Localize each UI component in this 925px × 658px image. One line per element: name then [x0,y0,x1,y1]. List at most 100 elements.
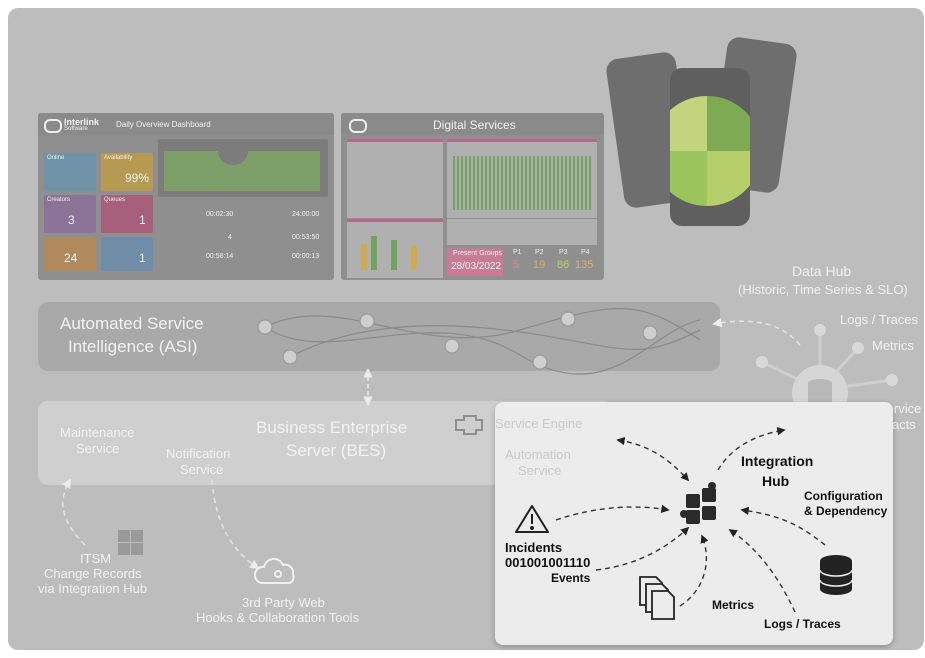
bar [411,246,417,270]
tile-value: 24 [64,251,78,265]
priority-value: 86 [557,259,570,271]
data-hub-label: Data Hub [792,263,852,279]
period-date: 28/03/2022 [451,261,502,272]
metric-value: 00:02:30 [206,211,234,218]
metrics-label: Metrics [712,598,755,612]
service-engine-icon [455,415,483,435]
notification-label-line1: Notification [166,446,231,461]
document-stack-icon [639,576,675,620]
node [532,354,548,370]
bar [391,240,397,270]
priority-value: 135 [575,259,594,271]
daily-availability-chart [158,139,328,197]
asi-label-line2: Intelligence (ASI) [68,337,198,356]
tile-value: 1 [139,213,146,227]
availability-dip [218,151,248,165]
services-panel [347,139,443,218]
arrow-logs-hub [728,529,796,613]
phone-center [670,68,750,226]
metric-value: 00:58:14 [206,253,234,260]
sunburst-chart [670,96,750,206]
asi-label-line1: Automated Service [60,314,204,333]
tile-queues: Queues 1 [101,195,153,233]
priority-value: 19 [533,259,546,271]
configuration-label-line2: & Dependency [804,504,888,518]
tile-value: 99% [125,171,150,185]
priority-label: P4 [581,249,590,256]
cloud-icon [253,557,295,584]
wave-line [289,324,701,358]
third-party-label-line2: Hooks & Collaboration Tools [196,610,360,625]
itsm-label-line2: Change Records [44,566,142,581]
incidents-label: Incidents [505,540,563,555]
metric-value: 00:00:13 [292,253,320,260]
brand-subtitle: Software [64,126,88,132]
third-party-label-line1: 3rd Party Web [242,595,325,610]
node [359,313,375,329]
maintenance-label-line1: Maintenance [60,425,135,440]
integration-hub-label-line2: Hub [762,473,790,489]
priority-label: P1 [513,249,522,256]
configuration-label-line1: Configuration [804,489,883,503]
arrow-events-hub [595,526,690,571]
integration-arrows [555,427,826,613]
arrow-incidents-hub [555,504,670,521]
tile-label: Queues [104,197,126,203]
notification-thirdparty-arrow [211,479,260,570]
dashboard-title: Daily Overview Dashboard [116,120,211,129]
tile-label: Availability [104,155,133,161]
node [642,325,658,341]
node [560,311,576,327]
database-icon [819,555,853,595]
binary-label: 001001001110 [505,555,591,570]
service-engine-label: Service Engine [495,416,583,431]
notification-label-line2: Service [180,462,224,477]
events-label: Events [551,571,591,585]
data-hub-sublabel: (Historic, Time Series & SLO) [738,282,908,297]
metrics-top-label: Metrics [872,338,914,353]
performance-panel [447,139,597,218]
dashboard-header [341,113,604,135]
tile-label: Online [47,155,65,161]
brand-name: Interlink [64,117,100,127]
tile-label: Creators [47,197,71,203]
arrow-config-hub [740,506,826,546]
present-groups-box: Present Groups 28/03/2022 [447,248,503,276]
itsm-label-line1: ITSM [80,551,112,566]
logs-traces-top-label: Logs / Traces [840,312,919,327]
digital-services-dashboard: Digital Services Present Groups 28/03/20… [341,113,604,280]
incident-list [447,219,597,245]
bes-label-line1: Business Enterprise [256,418,408,437]
itsm-label-line3: via Integration Hub [38,581,148,596]
automation-label-line2: Service [518,463,562,478]
period-label: Present Groups [453,250,503,257]
tile-time: 24 [44,237,96,271]
asi-wave-lines [264,307,701,375]
metric-value: 4 [228,234,232,241]
integration-hub-puzzle-icon [680,482,716,524]
tile-value: 1 [139,251,146,265]
integration-hub-label-line1: Integration [741,453,814,469]
bes-label-line2: Server (BES) [286,441,387,460]
performance-bars [453,156,591,210]
logo-icon [349,119,367,133]
interlink-logo-icon [44,119,62,133]
node [257,319,273,335]
arrow-metrics-hub [679,534,709,607]
asi-nodes [257,311,658,370]
wave-line [264,319,701,375]
automation-label-line1: Automation [505,447,571,462]
metric-value: 00:53:50 [292,234,320,241]
daily-overview-dashboard: Interlink Software Daily Overview Dashbo… [38,113,334,280]
warning-icon [515,505,549,533]
bar [371,236,377,270]
dashboard-title: Digital Services [433,118,516,132]
itsm-puzzle-icon [118,530,143,555]
tile-count: 1 [101,237,153,271]
asi-datahub-arrow [712,317,801,346]
node [444,338,460,354]
itsm-maintenance-arrow [61,478,86,546]
logs-traces-label: Logs / Traces [764,617,841,631]
